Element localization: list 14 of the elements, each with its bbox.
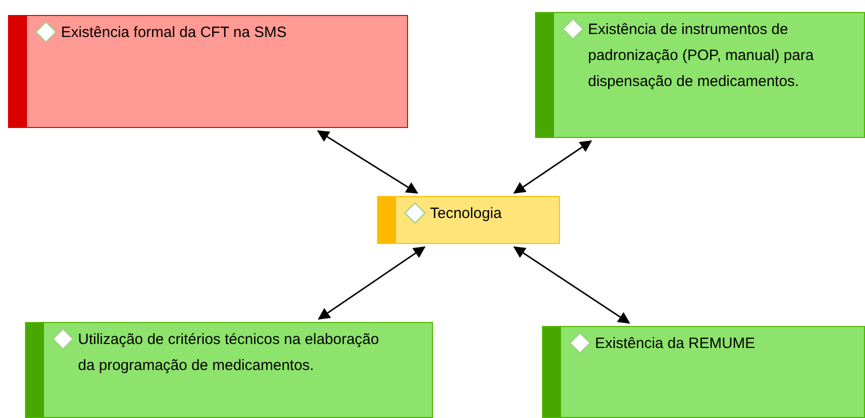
- double-arrow: [316, 130, 418, 194]
- criterion-box: [25, 322, 433, 418]
- criterion-text: Existência de instrumentos de padronização (POP, manual) para dispensação de medicamentos.: [588, 20, 815, 92]
- criterion-box: [535, 12, 865, 138]
- double-arrow: [318, 246, 426, 320]
- double-arrow: [513, 246, 630, 324]
- criterion-box: [542, 326, 865, 418]
- criterion-box: [8, 15, 408, 128]
- criterion-text: Existência formal da CFT na SMS: [61, 23, 288, 43]
- criterion-text: Tecnologia: [430, 204, 503, 224]
- criterion-box: [377, 196, 560, 244]
- criterion-text: Existência da REMUME: [595, 334, 756, 354]
- double-arrow: [513, 140, 592, 194]
- criterion-text: Utilização de critérios técnicos na elaboração da programação de medicamentos.: [78, 330, 380, 376]
